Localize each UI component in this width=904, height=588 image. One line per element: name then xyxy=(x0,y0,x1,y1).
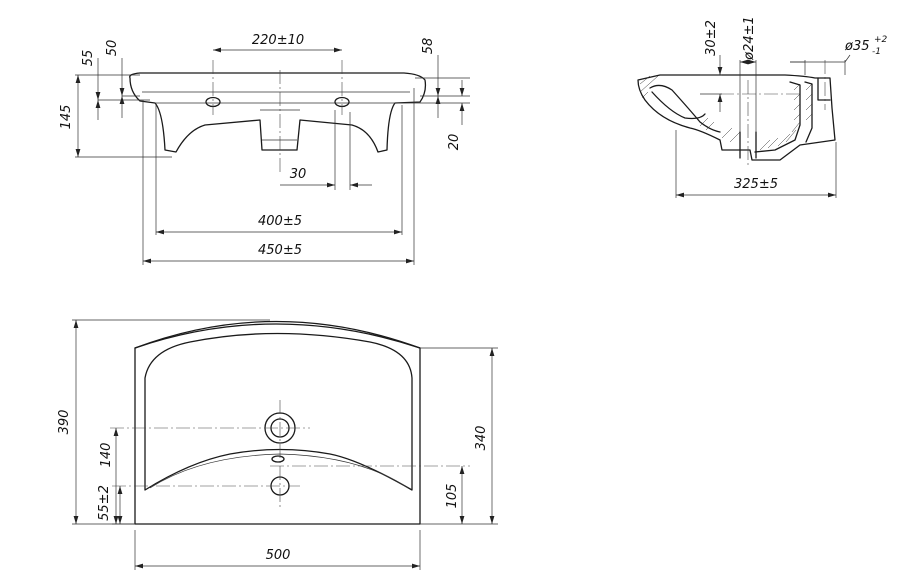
dim-20-label: 20 xyxy=(447,134,462,151)
dim-35-tol-lower: -1 xyxy=(872,47,881,57)
dim-220-label: 220±10 xyxy=(252,33,304,48)
dim-55-plan-label: 55±2 xyxy=(97,485,112,521)
overflow-slot xyxy=(271,455,285,463)
dim-450-label: 450±5 xyxy=(258,243,302,258)
dim-500-label: 500 xyxy=(266,548,291,563)
dim-340-label: 340 xyxy=(474,426,489,451)
dim-325-label: 325±5 xyxy=(734,177,778,192)
dim-30-label: 30 xyxy=(290,167,307,182)
plan-bowl-outline xyxy=(144,332,413,491)
front-view: 55 50 145 220±10 58 20 30 400±5 450±5 xyxy=(59,33,470,265)
dim-24-label: ø24±1 xyxy=(742,16,757,61)
dim-105-label: 105 xyxy=(445,484,460,509)
front-view-outline xyxy=(129,72,427,153)
dim-140-label: 140 xyxy=(99,443,114,468)
side-section-outline xyxy=(637,74,836,161)
dim-50-label: 50 xyxy=(105,40,120,57)
dim-30-side-label: 30±2 xyxy=(704,20,719,56)
plan-outer-outline xyxy=(134,320,421,525)
dim-55-label: 55 xyxy=(81,50,96,67)
dim-145-label: 145 xyxy=(59,105,74,130)
dim-58-label: 58 xyxy=(421,38,436,55)
dim-35-label: ø35 xyxy=(844,39,870,54)
side-section-view: 30±2 ø24±1 ø35 +2 -1 325±5 xyxy=(637,16,888,198)
dim-400-label: 400±5 xyxy=(258,214,302,229)
dim-390-label: 390 xyxy=(57,410,72,435)
plan-view: 390 340 140 55±2 105 500 xyxy=(57,319,498,570)
dim-35-tol-upper: +2 xyxy=(874,35,888,45)
